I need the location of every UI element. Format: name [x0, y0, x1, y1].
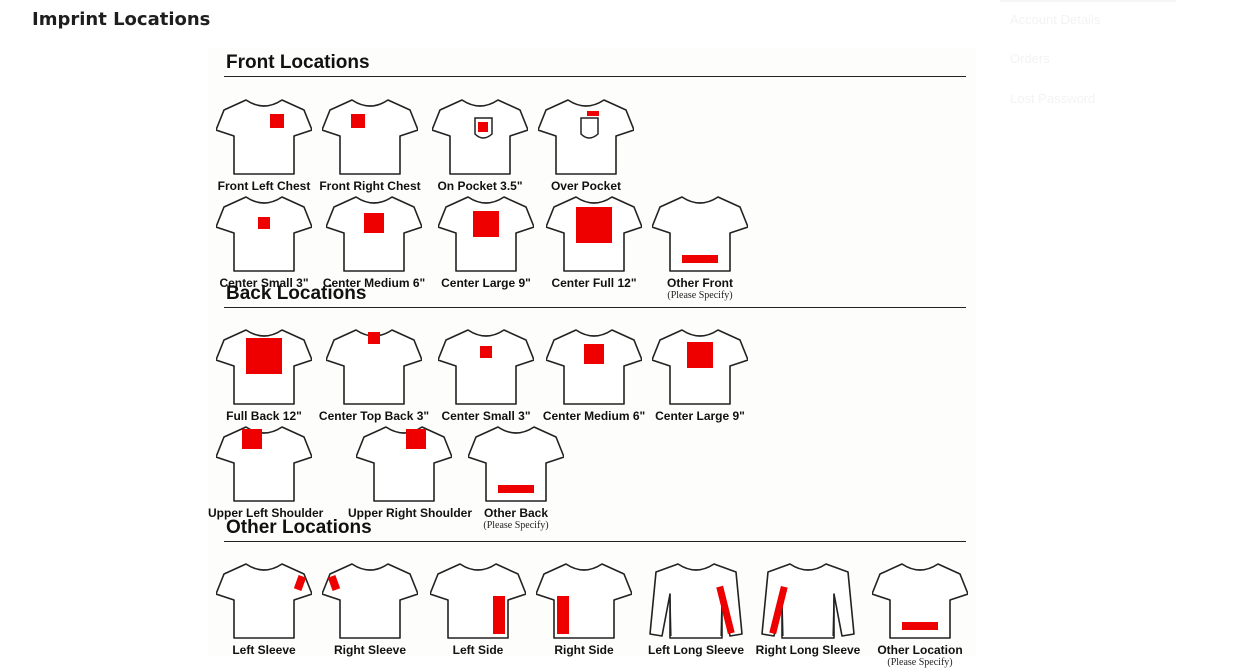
longsleeve-right-sleeve-icon [761, 563, 855, 639]
location-label: Center Small 3" [441, 409, 531, 423]
lost-password-link[interactable]: Lost Password [1010, 91, 1096, 106]
tshirt-left-sleeve-icon [216, 563, 312, 639]
location-label: Full Back 12" [226, 409, 302, 423]
front-location-item: Center Large 9" [430, 183, 542, 290]
other-location-item: Left Sleeve [208, 550, 320, 657]
imprint-locations-chart: Front Locations Back Locations Other Loc… [208, 48, 976, 668]
other-location-item: Right Long Sleeve [752, 550, 864, 657]
location-label: Front Right Chest [319, 179, 421, 193]
section-divider [224, 307, 966, 308]
front-locations-heading: Front Locations [226, 52, 370, 73]
other-location-item: Left Long Sleeve [640, 550, 752, 657]
location-label: Right Side [554, 643, 614, 657]
other-locations-heading: Other Locations [226, 517, 372, 538]
location-label: Right Long Sleeve [755, 643, 861, 657]
tshirt-right-sleeve-icon [322, 563, 418, 639]
tshirt-back-center-medium-icon [546, 329, 642, 405]
back-locations-heading: Back Locations [226, 283, 367, 304]
back-location-item: Full Back 12" [208, 316, 320, 423]
tshirt-center-top-back-icon [326, 329, 422, 405]
front-location-item: Over Pocket [530, 86, 642, 193]
back-location-item: Upper Left Shoulder [208, 413, 324, 520]
front-location-item: Center Full 12" [538, 183, 650, 290]
section-divider [224, 76, 966, 77]
location-label: Center Medium 6" [542, 409, 646, 423]
other-location-item: Right Side [528, 550, 640, 657]
please-specify-note: (Please Specify) [483, 520, 549, 531]
location-label: Upper Right Shoulder [348, 506, 472, 520]
tshirt-front-left-chest-icon [216, 99, 312, 175]
location-label: Upper Left Shoulder [208, 506, 324, 520]
tshirt-other-back-icon [468, 426, 564, 502]
back-location-item: Center Top Back 3" [318, 316, 430, 423]
location-label: Other Back [483, 506, 549, 520]
tshirt-center-large-icon [438, 196, 534, 272]
account-details-link[interactable]: Account Details [1010, 12, 1101, 27]
location-label: Other Location [877, 643, 963, 657]
account-nav-divider [1000, 0, 1176, 2]
back-location-item: Other Back(Please Specify) [460, 413, 572, 531]
tshirt-center-medium-icon [326, 196, 422, 272]
back-location-item: Center Large 9" [644, 316, 756, 423]
location-label: Other Front [667, 276, 733, 290]
tshirt-back-center-small-icon [438, 329, 534, 405]
please-specify-note: (Please Specify) [667, 290, 733, 301]
page-title: Imprint Locations [32, 9, 211, 30]
front-location-item: Center Medium 6" [318, 183, 430, 290]
tshirt-right-side-icon [536, 563, 632, 639]
please-specify-note: (Please Specify) [887, 657, 953, 668]
tshirt-front-right-chest-icon [322, 99, 418, 175]
tshirt-over-pocket-icon [538, 99, 634, 175]
location-label: Center Large 9" [441, 276, 531, 290]
location-label: Center Full 12" [551, 276, 637, 290]
orders-link[interactable]: Orders [1010, 51, 1050, 66]
location-label: On Pocket 3.5" [437, 179, 523, 193]
front-location-item: Center Small 3" [208, 183, 320, 290]
location-label: Front Left Chest [217, 179, 311, 193]
location-label: Center Top Back 3" [318, 409, 430, 423]
location-label: Center Medium 6" [322, 276, 426, 290]
location-label: Right Sleeve [333, 643, 407, 657]
tshirt-other-location-icon [872, 563, 968, 639]
back-location-item: Center Medium 6" [538, 316, 650, 423]
other-location-item: Left Side [422, 550, 534, 657]
location-label: Left Side [452, 643, 504, 657]
tshirt-left-side-icon [430, 563, 526, 639]
other-location-item: Right Sleeve [314, 550, 426, 657]
other-location-item: Other Location(Please Specify) [864, 550, 976, 668]
location-label: Left Sleeve [232, 643, 296, 657]
front-location-item: Front Left Chest [208, 86, 320, 193]
tshirt-on-pocket-icon [432, 99, 528, 175]
front-location-item: On Pocket 3.5" [424, 86, 536, 193]
tshirt-other-front-icon [652, 196, 748, 272]
tshirt-center-small-icon [216, 196, 312, 272]
longsleeve-left-sleeve-icon [649, 563, 743, 639]
section-divider [224, 541, 966, 542]
tshirt-upper-right-shoulder-icon [356, 426, 452, 502]
location-label: Over Pocket [550, 179, 622, 193]
front-location-item: Front Right Chest [314, 86, 426, 193]
tshirt-upper-left-shoulder-icon [216, 426, 312, 502]
location-label: Center Large 9" [655, 409, 745, 423]
location-label: Left Long Sleeve [647, 643, 745, 657]
back-location-item: Upper Right Shoulder [348, 413, 472, 520]
back-location-item: Center Small 3" [430, 316, 542, 423]
tshirt-back-center-large-icon [652, 329, 748, 405]
tshirt-center-full-icon [546, 196, 642, 272]
account-navigation: Account Details Orders Lost Password [1000, 0, 1180, 106]
front-location-item: Other Front(Please Specify) [644, 183, 756, 301]
tshirt-full-back-icon [216, 329, 312, 405]
location-label: Center Small 3" [219, 276, 309, 290]
